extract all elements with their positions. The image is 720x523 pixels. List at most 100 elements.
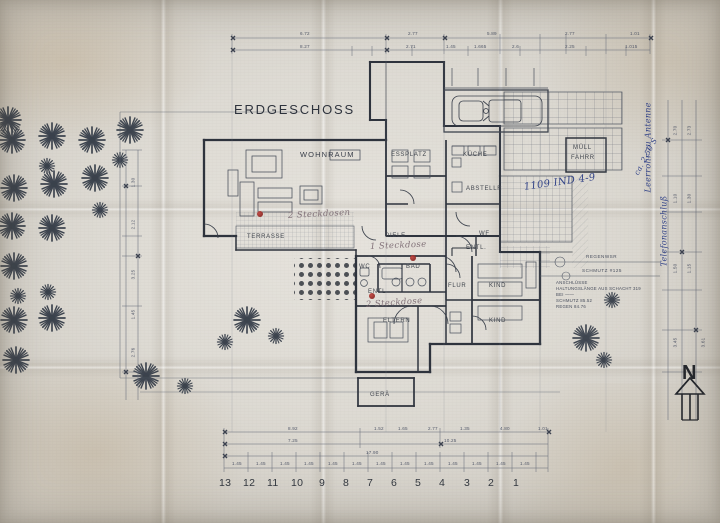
dim-top2-4: 1.665 — [474, 44, 487, 49]
carport-posts — [444, 68, 548, 89]
fold-crease-vertical-4 — [640, 0, 666, 523]
room-label-kueche: KÜCHE — [463, 152, 488, 158]
room-label-wf: WF — [479, 231, 490, 237]
furniture-eltern — [367, 317, 409, 343]
note-schmutz: SCHMUTZ #125 — [582, 268, 622, 273]
axis-number-9: 9 — [319, 477, 326, 489]
room-label-abstellraum: ABSTELLR — [466, 186, 503, 192]
axis-number-8: 8 — [343, 477, 350, 489]
dim-mod-6: 1.45 — [352, 461, 362, 466]
dim-mod-9: 1.45 — [424, 461, 434, 466]
paper-stain-bottom-right — [500, 383, 720, 523]
north-label: N — [682, 362, 697, 384]
north-arrow-icon — [674, 376, 706, 421]
dim-top2-7: 1.015 — [625, 44, 638, 49]
dim-bot-3: 1.65 — [398, 426, 408, 431]
axis-number-1: 1 — [513, 477, 520, 489]
axis-number-10: 10 — [291, 477, 304, 489]
dim-mod-5: 1.45 — [328, 461, 338, 466]
dim-bot-7: 1.01 — [538, 426, 548, 431]
note-anschluss-line-5: REGEN 84.76 — [556, 304, 586, 309]
paper-stain-bottom-left — [0, 363, 250, 523]
walkway-hatch — [572, 176, 588, 268]
room-label-diele: DIELE — [385, 233, 406, 239]
axis-number-13: 13 — [219, 477, 232, 489]
paper-stain-top-left — [0, 0, 220, 150]
room-label-fahrr: FAHRR — [571, 155, 595, 161]
door-swings — [203, 189, 487, 331]
dim-mod-11: 1.45 — [472, 461, 482, 466]
dim-mod-2: 1.45 — [256, 461, 266, 466]
axis-number-4: 4 — [439, 477, 446, 489]
dim-bot2-2: 10.25 — [444, 438, 457, 443]
room-label-kind-2: KIND — [489, 318, 507, 324]
room-label-eltern: ELTERN — [383, 318, 411, 324]
socket-marker-eltern — [369, 293, 375, 299]
room-label-terrasse: TERRASSE — [247, 234, 285, 240]
drainage-line — [540, 256, 660, 281]
dim-top2-6: 2.25 — [565, 44, 575, 49]
dim-top-2: 2.77 — [408, 31, 418, 36]
room-label-flur: FLUR — [448, 283, 467, 289]
furniture-flur — [449, 311, 462, 334]
dimension-lines-top — [230, 34, 654, 56]
terrace-dot-paving — [294, 258, 356, 300]
page-title: ERDGESCHOSS — [234, 102, 355, 117]
dim-bot-6: 4.80 — [500, 426, 510, 431]
furniture-wohnraum — [227, 149, 361, 217]
grid-reference-lines — [231, 54, 607, 432]
axis-number-5: 5 — [415, 477, 422, 489]
socket-marker-wohnraum — [257, 211, 263, 217]
dim-mod-13: 1.45 — [520, 461, 530, 466]
note-regenwasser: REGENWSR — [586, 254, 618, 259]
dim-bot-5: 1.35 — [460, 426, 470, 431]
note-anschluss-line-4: SCHMUTZ 85.52 — [556, 298, 593, 303]
room-label-essplatz: ESSPLATZ — [391, 152, 427, 158]
carport-paving-grid — [503, 91, 623, 171]
axis-number-7: 7 — [367, 477, 374, 489]
dim-top2-2: 2.71 — [406, 44, 416, 49]
room-label-entl2: ENTL — [368, 289, 387, 295]
dim-mod-12: 1.45 — [496, 461, 506, 466]
dim-mod-4: 1.45 — [304, 461, 314, 466]
terrace-paving — [235, 212, 355, 249]
dimension-lines-right — [662, 100, 702, 420]
furniture-essplatz — [391, 149, 431, 179]
furniture-bad — [359, 267, 427, 287]
axis-number-6: 6 — [391, 477, 398, 489]
dim-mod-1: 1.45 — [232, 461, 242, 466]
dim-top-1: 6.72 — [300, 31, 310, 36]
dim-bot-1: 8.92 — [288, 426, 298, 431]
fold-crease-vertical-1 — [150, 0, 176, 523]
room-label-wohnraum: WOHNRAUM — [300, 150, 355, 159]
dim-bot-4: 2.77 — [428, 426, 438, 431]
dim-mod-10: 1.45 — [448, 461, 458, 466]
dim-mod-8: 1.45 — [400, 461, 410, 466]
dim-mod-3: 1.45 — [280, 461, 290, 466]
room-label-entl: ENTL. — [466, 245, 487, 251]
furniture-kueche — [451, 145, 497, 193]
room-label-geraete: GERÄ — [370, 392, 390, 398]
axis-number-12: 12 — [243, 477, 256, 489]
note-anschluss-line-2: HALTUNGSLÄNGE AUS SCHACHT 319 — [556, 286, 641, 291]
axis-number-2: 2 — [488, 477, 495, 489]
dim-top2-1: 8.27 — [300, 44, 310, 49]
room-label-kind-1: KIND — [489, 283, 507, 289]
room-label-muell: MÜLL — [573, 145, 592, 151]
dim-bot3-1: 17.90 — [366, 450, 379, 455]
axis-number-3: 3 — [464, 477, 471, 489]
note-anschluss-line-1: ANSCHLÜSSE — [556, 280, 588, 285]
dim-top-5: 1.01 — [630, 31, 640, 36]
dim-top-3: 5.89 — [487, 31, 497, 36]
car-symbol — [451, 95, 543, 127]
socket-marker-diele — [410, 255, 416, 261]
note-anschluss-line-3: BEI —— — [556, 292, 575, 297]
site-boundary — [119, 111, 560, 393]
dim-bot2-1: 7.25 — [288, 438, 298, 443]
room-label-bad: BAD — [406, 264, 421, 270]
dimension-lines-left — [122, 149, 142, 400]
